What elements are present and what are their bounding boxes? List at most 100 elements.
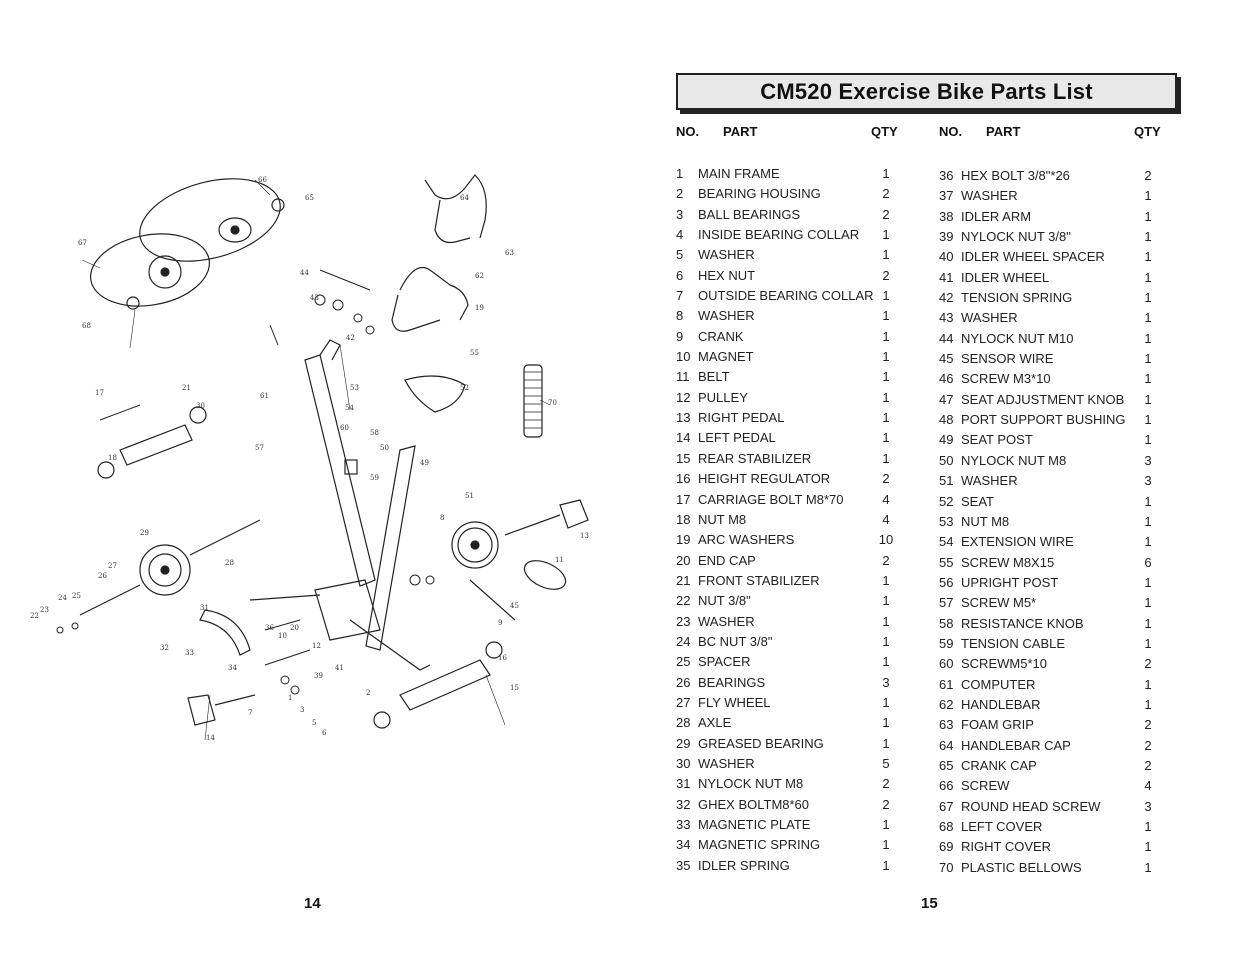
diagram-callout-number: 33 bbox=[185, 649, 194, 657]
diagram-callout-number: 5 bbox=[312, 719, 316, 727]
part-number: 68 bbox=[939, 819, 954, 834]
part-name: WASHER bbox=[698, 755, 755, 771]
part-number: 16 bbox=[676, 471, 691, 487]
diagram-callout-number: 1 bbox=[288, 694, 292, 702]
diagram-callout-number: 59 bbox=[370, 474, 379, 482]
diagram-callout-number: 49 bbox=[420, 459, 429, 467]
part-qty: 2 bbox=[1144, 757, 1152, 773]
part-number: 29 bbox=[676, 735, 691, 751]
part-qty: 2 bbox=[1144, 737, 1152, 753]
part-name: SCREW M5* bbox=[961, 595, 1037, 611]
part-qty: 10 bbox=[878, 532, 894, 548]
diagram-callout-number: 21 bbox=[182, 384, 191, 392]
header-part-left: PART bbox=[723, 124, 758, 139]
diagram-callout-number: 7 bbox=[248, 709, 252, 717]
part-name: FOAM GRIP bbox=[961, 717, 1034, 733]
part-name: OUTSIDE BEARING COLLAR bbox=[698, 288, 874, 304]
diagram-callout-number: 39 bbox=[314, 672, 323, 680]
diagram-callout-number: 64 bbox=[460, 194, 469, 202]
part-number: 67 bbox=[939, 798, 954, 814]
part-number: 17 bbox=[676, 491, 691, 507]
part-number: 15 bbox=[676, 450, 691, 466]
part-number: 36 bbox=[939, 168, 954, 183]
part-number: 28 bbox=[676, 715, 691, 731]
diagram-callout-number: 66 bbox=[258, 176, 267, 184]
part-qty: 1 bbox=[882, 369, 890, 385]
part-number: 52 bbox=[939, 493, 954, 509]
part-number: 30 bbox=[676, 755, 691, 771]
part-qty: 1 bbox=[1144, 696, 1152, 712]
part-number: 42 bbox=[939, 290, 954, 306]
part-qty: 3 bbox=[1144, 473, 1152, 489]
part-name: IDLER WHEEL SPACER bbox=[961, 249, 1105, 265]
diagram-callout-number: 31 bbox=[200, 604, 209, 612]
part-name: GHEX BOLTM8*60 bbox=[698, 796, 810, 812]
diagram-callout-number: 19 bbox=[475, 304, 484, 312]
page-number-right: 15 bbox=[921, 895, 938, 912]
part-name: SEAT POST bbox=[961, 432, 1033, 448]
part-number: 65 bbox=[939, 757, 954, 773]
diagram-callout-number: 51 bbox=[465, 492, 474, 500]
part-qty: 1 bbox=[1144, 330, 1152, 346]
parts-list-title-box: CM520 Exercise Bike Parts List bbox=[676, 73, 1177, 110]
flywheel-drawing bbox=[139, 544, 191, 596]
left-cover-drawing bbox=[139, 178, 281, 262]
part-qty: 3 bbox=[1144, 798, 1152, 814]
diagram-callout-number: 50 bbox=[380, 444, 389, 452]
part-qty: 1 bbox=[1144, 574, 1152, 590]
part-number: 9 bbox=[676, 328, 684, 344]
part-number: 37 bbox=[939, 188, 954, 204]
part-name: REAR STABILIZER bbox=[698, 450, 812, 466]
part-number: 19 bbox=[676, 532, 691, 548]
diagram-callout-number: 53 bbox=[350, 384, 359, 392]
part-number: 62 bbox=[939, 696, 954, 712]
part-number: 61 bbox=[939, 676, 954, 692]
part-number: 69 bbox=[939, 839, 954, 855]
part-number: 34 bbox=[676, 837, 691, 853]
diagram-callout-number: 52 bbox=[460, 384, 469, 392]
part-qty: 1 bbox=[882, 328, 890, 344]
part-number: 7 bbox=[676, 288, 684, 304]
part-name: PULLEY bbox=[698, 389, 748, 405]
diagram-callout-number: 6 bbox=[322, 729, 327, 737]
part-qty: 1 bbox=[1144, 513, 1152, 529]
right-cover-drawing bbox=[89, 233, 211, 307]
part-name: WASHER bbox=[698, 308, 755, 324]
part-qty: 1 bbox=[882, 694, 890, 710]
diagram-callout-number: 42 bbox=[346, 334, 355, 342]
part-name: TENSION CABLE bbox=[961, 635, 1066, 651]
part-number: 56 bbox=[939, 574, 954, 590]
diagram-callout-number: 12 bbox=[312, 642, 321, 650]
diagram-callout-number: 55 bbox=[470, 349, 479, 357]
diagram-callout-number: 18 bbox=[108, 454, 117, 462]
part-name: NYLOCK NUT 3/8" bbox=[961, 229, 1071, 245]
part-qty: 1 bbox=[1144, 534, 1152, 550]
part-qty: 1 bbox=[882, 715, 890, 731]
part-name: BALL BEARINGS bbox=[698, 206, 801, 222]
part-qty: 1 bbox=[882, 227, 890, 243]
part-number: 50 bbox=[939, 452, 954, 468]
